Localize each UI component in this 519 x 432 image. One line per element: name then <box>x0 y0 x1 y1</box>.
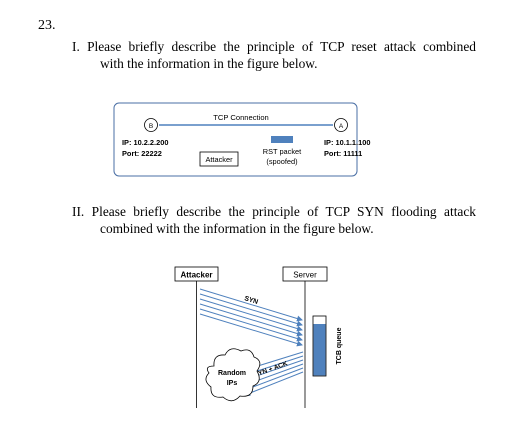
syn-ack-arrow <box>244 371 304 396</box>
question-part-2: II. Please briefly describe the principl… <box>72 203 476 237</box>
tcp-connection-label: TCP Connection <box>213 113 269 122</box>
syn-arrow <box>199 288 303 322</box>
node-b-port: Port: 22222 <box>122 149 162 158</box>
node-a-ip: IP: 10.1.1.100 <box>324 138 370 147</box>
rst-packet <box>271 136 293 143</box>
syn-arrow <box>199 298 303 332</box>
cloud-label-line-2: IPs <box>227 380 238 387</box>
question-number: 23. <box>38 18 56 33</box>
syn-arrow <box>199 293 303 327</box>
random-ips-cloud <box>205 348 261 402</box>
syn-label: SYN <box>243 295 258 306</box>
syn-ack-arrow <box>244 367 304 392</box>
syn-arrows <box>199 288 303 347</box>
cloud-label-line-1: Random <box>218 370 246 377</box>
tcb-queue-fill <box>313 324 326 376</box>
node-a-port: Port: 11111 <box>324 149 362 158</box>
syn-arrow <box>199 308 303 342</box>
node-a <box>334 118 348 132</box>
attacker-header-label: Attacker <box>180 271 212 280</box>
node-b-ip: IP: 10.2.2.200 <box>122 138 168 147</box>
syn-arrow <box>199 303 303 337</box>
tcb-queue-label: TCB queue <box>336 327 343 364</box>
rst-label-line-2: (spoofed) <box>266 157 297 166</box>
rst-label-line-1: RST packet <box>263 147 301 156</box>
node-b <box>144 118 158 132</box>
part-2-line-2: combined with the information in the fig… <box>100 221 374 236</box>
part-1-line-2: with the information in the figure below… <box>100 56 318 71</box>
part-2-line-1: II. Please briefly describe the principl… <box>72 204 476 219</box>
attacker-label-1: Attacker <box>205 155 233 164</box>
part-1-line-1: I. Please briefly describe the principle… <box>72 39 476 54</box>
server-header-label: Server <box>293 271 317 280</box>
node-b-label: B <box>149 123 153 130</box>
question-part-1: I. Please briefly describe the principle… <box>72 38 476 72</box>
figure-1-frame <box>113 102 358 177</box>
attacker-box-1 <box>199 151 239 167</box>
syn-arrow <box>199 313 303 347</box>
node-a-label: A <box>339 123 344 130</box>
